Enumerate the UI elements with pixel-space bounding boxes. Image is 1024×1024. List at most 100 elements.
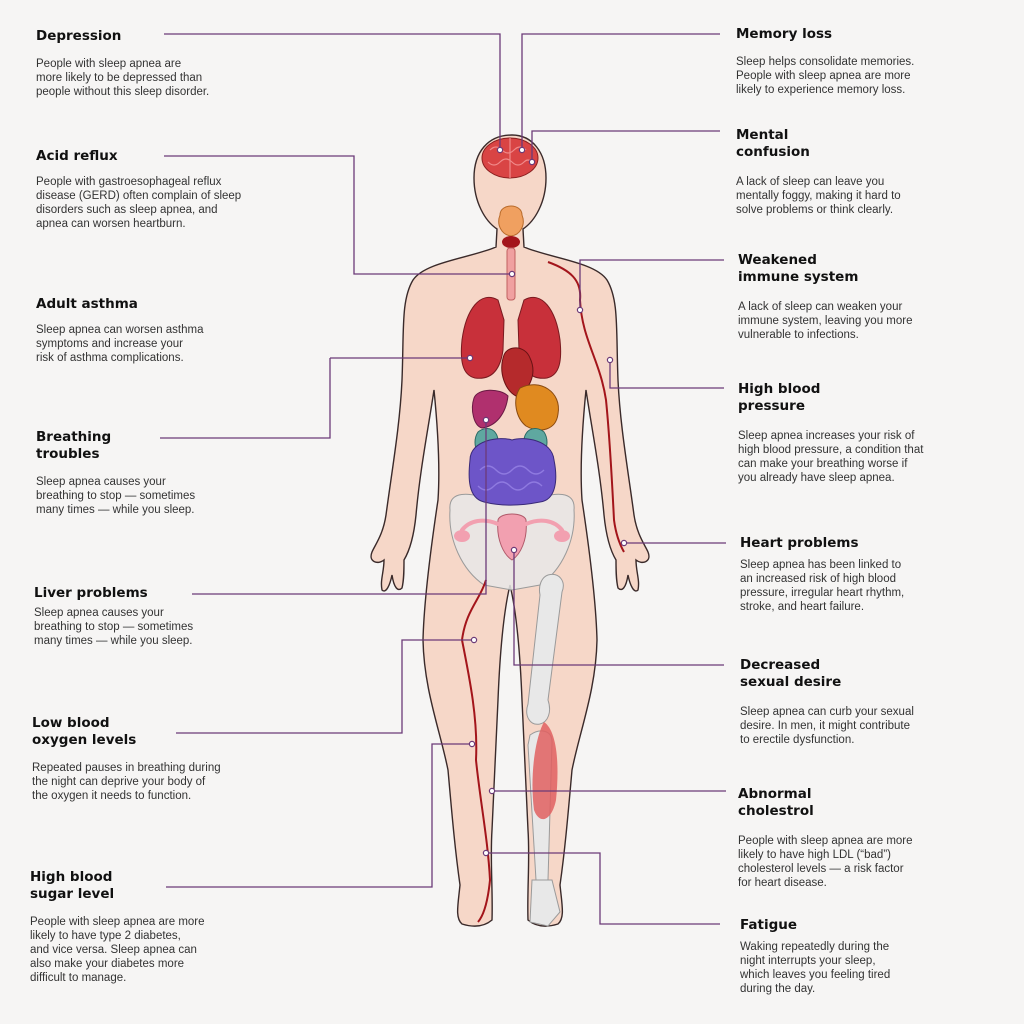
connector-end-dot — [468, 740, 476, 748]
label-title: Adult asthma — [36, 296, 266, 313]
connector-memory-loss — [521, 33, 720, 150]
label-description-line: many times — while you sleep. — [34, 635, 193, 647]
label-title-line: oxygen levels — [32, 732, 137, 748]
connector-end-dot — [470, 636, 478, 644]
label-description-line: many times — while you sleep. — [36, 504, 195, 516]
label-description-line: immune system, leaving you more — [738, 315, 913, 327]
label-description-line: Waking repeatedly during the — [740, 941, 890, 953]
label-title-line: pressure — [738, 398, 805, 414]
label-description-line: can make your breathing worse if — [738, 458, 908, 470]
organs — [454, 137, 570, 561]
connector-fatigue — [486, 852, 720, 925]
label-description-line: vulnerable to infections. — [738, 329, 859, 341]
stomach — [515, 384, 559, 431]
connector-end-dot — [496, 146, 504, 154]
throat — [498, 205, 524, 237]
label-description-line: disease (GERD) often complain of sleep — [36, 190, 242, 202]
calf-muscle — [532, 722, 558, 820]
connector-end-dot — [510, 546, 518, 554]
label-description: A lack of sleep can leave you mentally fo… — [736, 175, 966, 217]
label-title-line: Liver problems — [34, 585, 148, 601]
label-title: Heart problems — [740, 535, 970, 552]
foot-bones — [529, 879, 561, 927]
label-description-line: to erectile dysfunction. — [740, 734, 855, 746]
label-title: Liver problems — [34, 585, 264, 602]
label-description-line: more likely to be depressed than — [36, 72, 203, 84]
label-description: Sleep apnea can curb your sexual desire. … — [740, 705, 970, 747]
uterus — [497, 513, 527, 561]
label-description-line: desire. In men, it might contribute — [740, 720, 911, 732]
label-description-line: likely to have high LDL (“bad”) — [738, 849, 891, 861]
intestine-loops — [477, 465, 545, 491]
label-title-line: High blood — [738, 381, 821, 397]
label-title-line: Mental — [736, 127, 789, 143]
label-description-line: People with sleep apnea are more — [30, 916, 205, 928]
connector-acid-reflux — [164, 155, 512, 275]
connector-lines — [160, 33, 726, 925]
label-description-line: and vice versa. Sleep apnea can — [30, 944, 197, 956]
label-description-line: stroke, and heart failure. — [740, 601, 865, 613]
connector-liver-problems — [192, 420, 487, 595]
connector-end-dot — [482, 849, 490, 857]
label-title-line: Memory loss — [736, 26, 833, 42]
skeleton — [449, 493, 575, 927]
left-ovary — [454, 530, 470, 542]
label-description-line: for heart disease. — [738, 877, 827, 889]
femur-bone — [526, 573, 564, 725]
label-description-line: People with sleep apnea are more — [736, 70, 911, 82]
label-description-line: Sleep apnea can worsen asthma — [36, 324, 204, 336]
left-leg-artery — [460, 579, 492, 923]
fallopian-tubes — [460, 518, 564, 532]
connector-end-dot — [576, 306, 584, 314]
connector-end-dot — [518, 146, 526, 154]
label-title-line: Low blood — [32, 715, 110, 731]
label-description-line: the oxygen it needs to function. — [32, 790, 192, 802]
connector-end-dot — [528, 158, 536, 166]
label-description-line: A lack of sleep can weaken your — [738, 301, 903, 313]
label-description-line: Sleep apnea increases your risk of — [738, 430, 915, 442]
label-description-line: Sleep apnea has been linked to — [740, 559, 902, 571]
label-title-line: Abnormal — [738, 786, 812, 802]
label-title-line: Heart problems — [740, 535, 859, 551]
label-description-line: also make your diabetes more — [30, 958, 185, 970]
label-description-line: breathing to stop — sometimes — [34, 621, 194, 633]
label-description-line: likely to have type 2 diabetes, — [30, 930, 181, 942]
label-title-line: cholestrol — [738, 803, 814, 819]
label-description: Sleep apnea has been linked to an increas… — [740, 558, 970, 614]
brain-folds — [487, 138, 533, 178]
label-description-line: apnea can worsen heartburn. — [36, 218, 186, 230]
connector-end-dot — [620, 539, 628, 547]
label-title-line: Breathing — [36, 429, 112, 445]
right-ovary — [554, 530, 570, 542]
label-description-line: disorders such as sleep apnea, and — [36, 204, 218, 216]
label-title-line: immune system — [738, 269, 859, 285]
label-description-line: mentally foggy, making it hard to — [736, 190, 901, 202]
connector-low-blood-oxygen — [176, 639, 474, 734]
label-description-line: A lack of sleep can leave you — [736, 176, 885, 188]
label-description-line: difficult to manage. — [30, 972, 127, 984]
label-title-line: Weakened — [738, 252, 817, 268]
label-description-line: an increased risk of high blood — [740, 573, 896, 585]
label-description-line: Sleep apnea can curb your sexual — [740, 706, 914, 718]
label-description: People with sleep apnea are more likely t… — [30, 915, 270, 985]
connector-end-dot — [508, 270, 516, 278]
